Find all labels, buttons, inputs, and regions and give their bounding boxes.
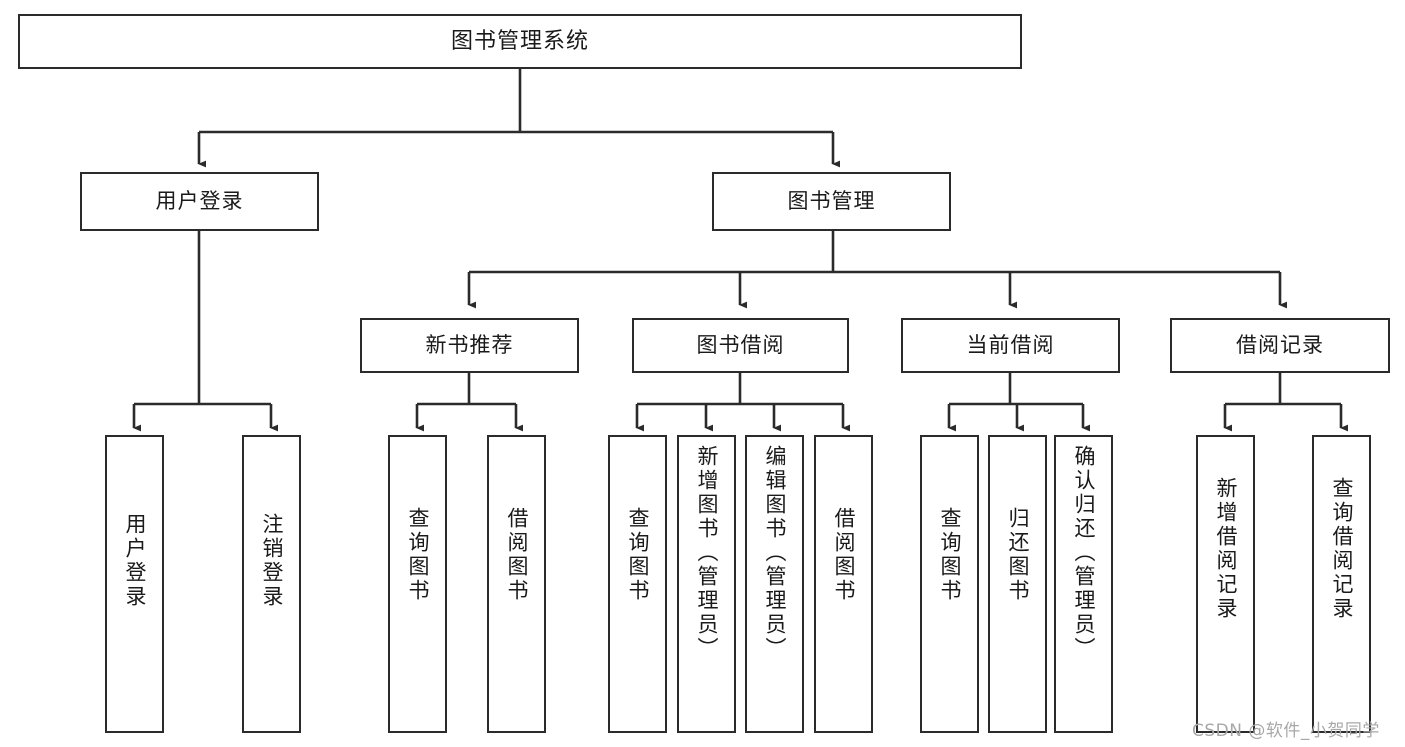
node-label: 图书管理 [787,189,876,214]
node-label: 查询借阅记录 [1330,477,1354,621]
node-label: 借阅记录 [1236,333,1324,358]
node-label: 图书管理系统 [450,28,589,54]
node-user-login[interactable]: 用户登录 [80,172,319,231]
node-root-system[interactable]: 图书管理系统 [18,14,1022,69]
node-leaf-return-book[interactable]: 归还图书 [988,435,1047,733]
node-book-borrow[interactable]: 图书借阅 [632,318,849,373]
node-leaf-add-record[interactable]: 新增借阅记录 [1196,435,1255,733]
node-label: 新增图书（管理员） [695,445,719,661]
node-current-borrow[interactable]: 当前借阅 [901,318,1120,373]
node-borrow-record[interactable]: 借阅记录 [1170,318,1390,373]
node-label: 用户登录 [155,189,244,214]
node-label: 查询图书 [626,507,650,603]
csdn-watermark: CSDN @软件_小贺同学 [1192,721,1380,741]
node-label: 注销登录 [260,513,284,609]
node-leaf-query-book-3[interactable]: 查询图书 [920,435,979,733]
node-label: 当前借阅 [966,333,1055,358]
node-leaf-borrow-book-1[interactable]: 借阅图书 [487,435,546,733]
node-leaf-logout[interactable]: 注销登录 [242,435,301,733]
node-leaf-user-login[interactable]: 用户登录 [105,435,164,733]
node-label: 确认归还（管理员） [1072,445,1096,661]
node-label: 图书借阅 [696,333,785,358]
node-label: 借阅图书 [505,507,529,603]
node-label: 用户登录 [123,513,147,609]
node-label: 借阅图书 [832,507,856,603]
node-leaf-edit-book[interactable]: 编辑图书（管理员） [745,435,804,733]
node-leaf-confirm-return[interactable]: 确认归还（管理员） [1054,435,1113,733]
node-new-book-rec[interactable]: 新书推荐 [360,318,579,373]
node-label: 新书推荐 [425,333,514,358]
node-leaf-query-book-2[interactable]: 查询图书 [608,435,667,733]
node-label: 归还图书 [1006,507,1030,603]
node-label: 新增借阅记录 [1214,477,1238,621]
node-leaf-query-record[interactable]: 查询借阅记录 [1312,435,1371,733]
node-label: 编辑图书（管理员） [763,445,787,661]
node-leaf-add-book[interactable]: 新增图书（管理员） [677,435,736,733]
node-label: 查询图书 [938,507,962,603]
node-leaf-query-book-1[interactable]: 查询图书 [388,435,447,733]
node-leaf-borrow-book-2[interactable]: 借阅图书 [814,435,873,733]
node-book-manage[interactable]: 图书管理 [712,172,951,231]
node-label: 查询图书 [406,507,430,603]
